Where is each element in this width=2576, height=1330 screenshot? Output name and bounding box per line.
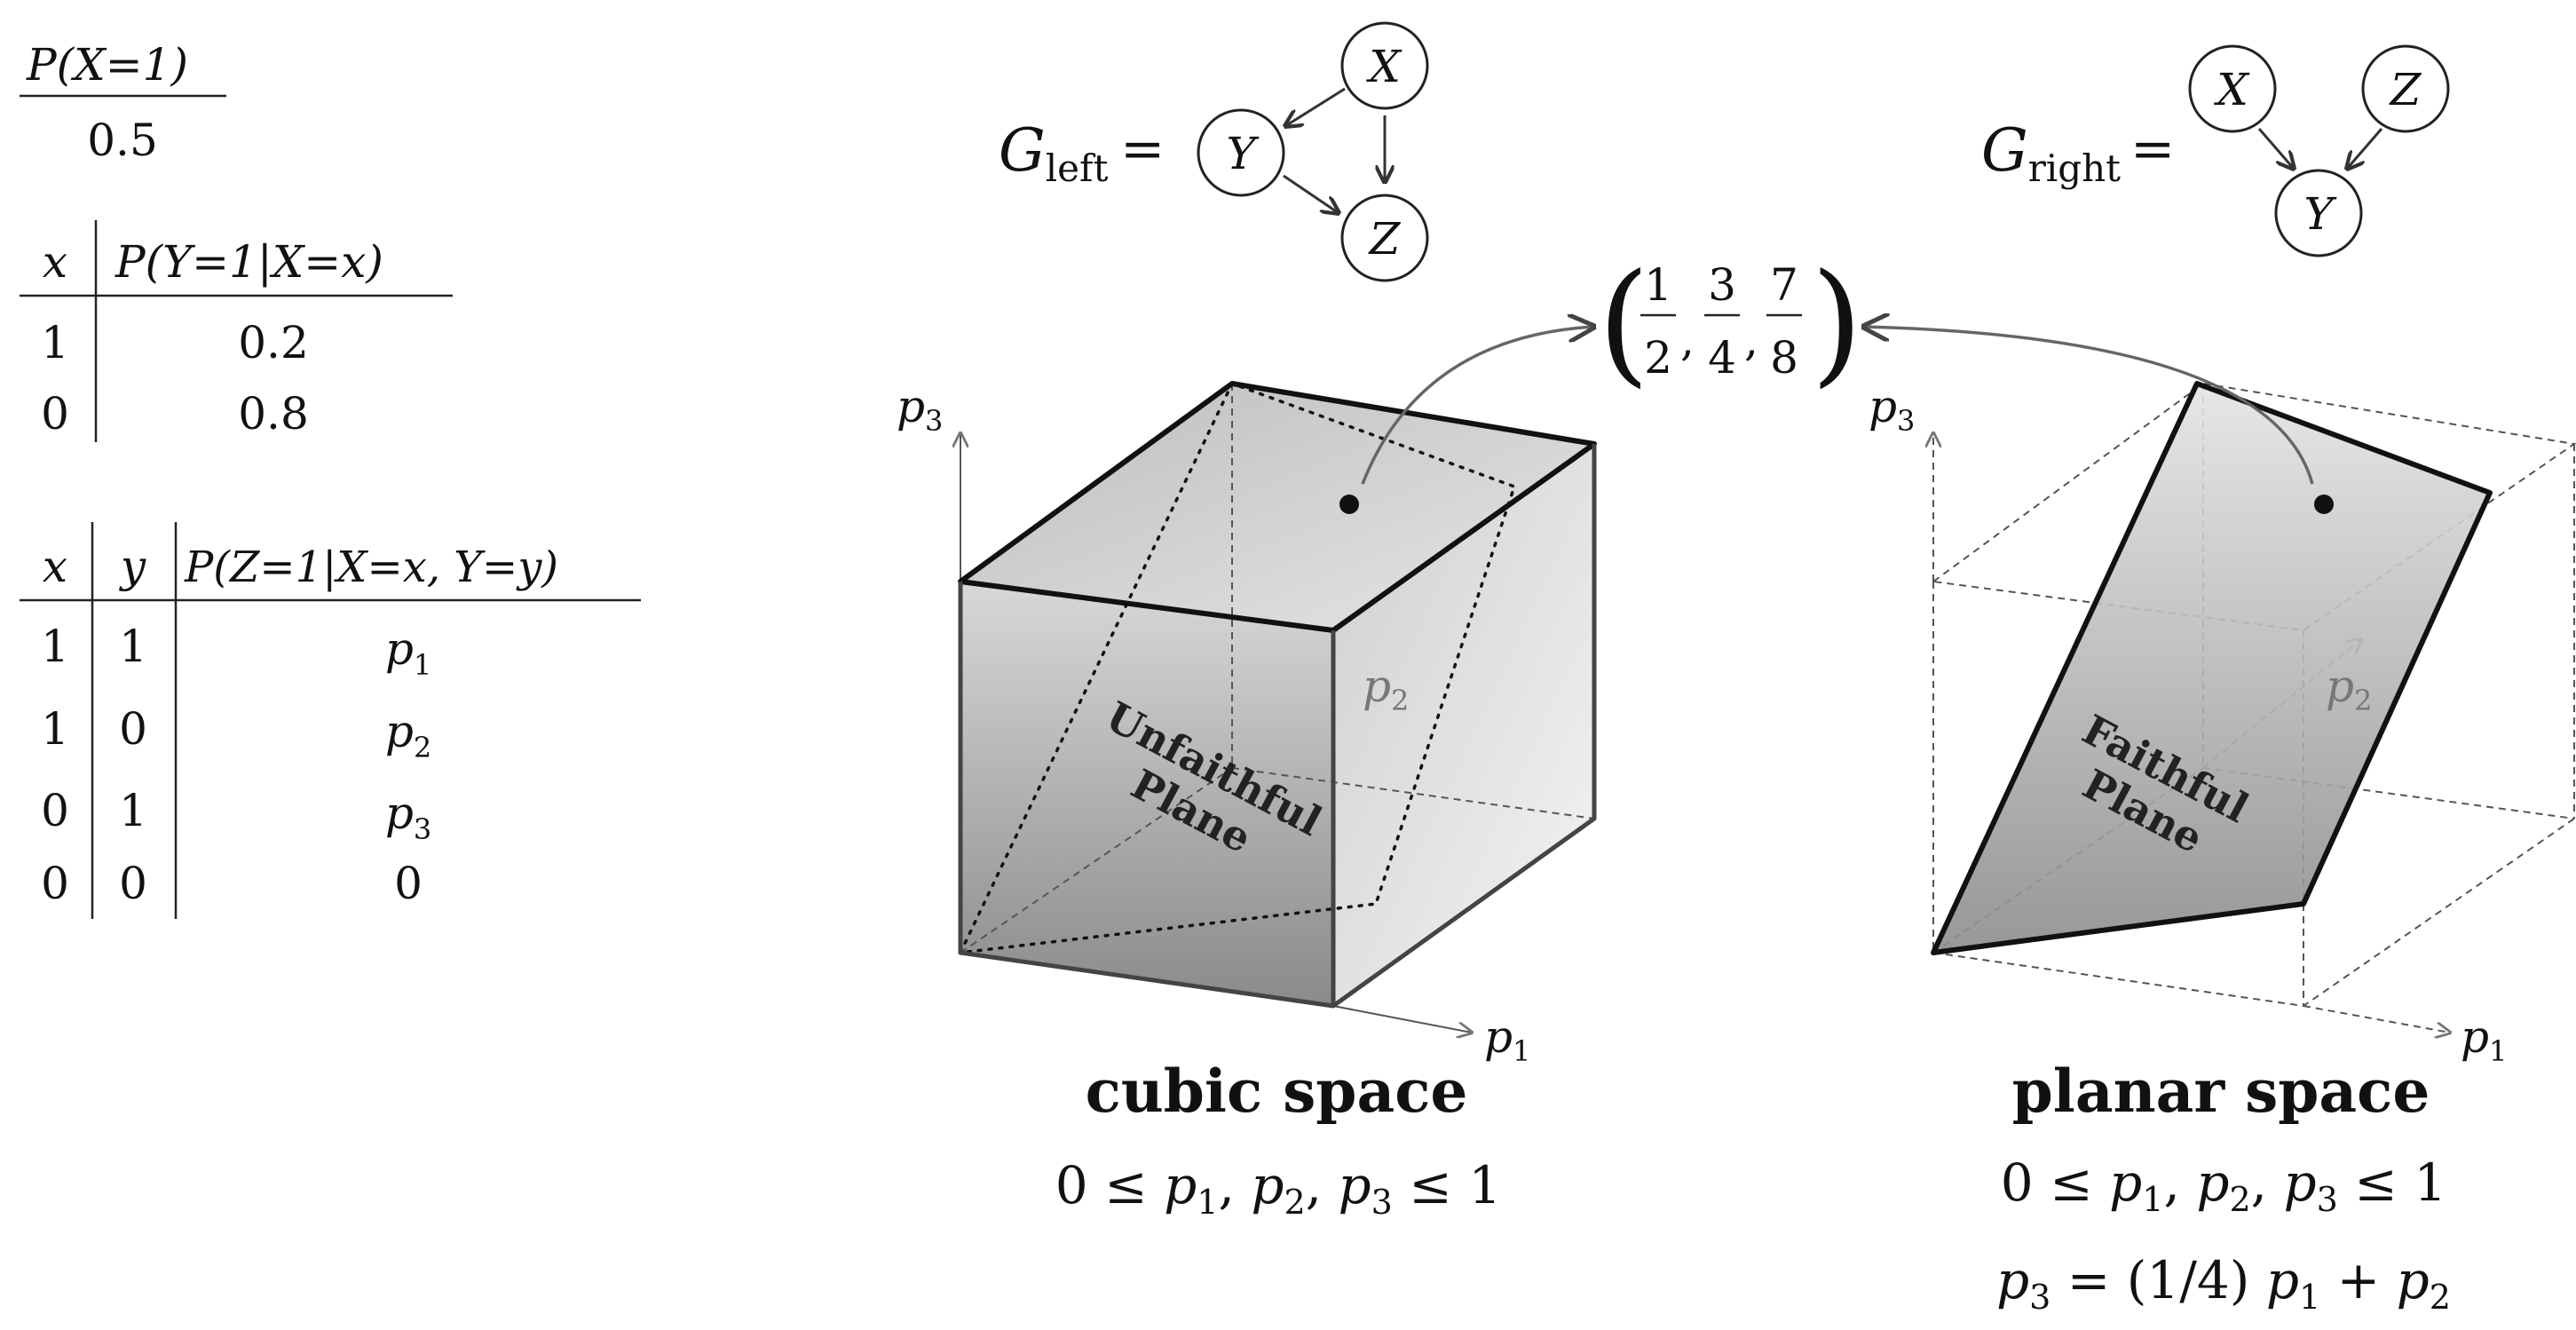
pz-r2-y: 0	[119, 703, 147, 755]
planar-space-constraint-1: 0 ≤ p1, p2, p3 ≤ 1	[2001, 1152, 2446, 1219]
pz-header-p: P(Z=1|X=x, Y=y)	[184, 542, 558, 592]
graph-left-node-z	[1340, 194, 1429, 282]
pz-r3-x: 0	[41, 785, 69, 836]
prob-table-x: P(X=1) 0.5	[20, 39, 226, 166]
tuple-frac1-den: 2	[1644, 332, 1672, 384]
right-axis-p3-label: p3	[1869, 381, 1915, 438]
tuple-frac2-den: 4	[1708, 332, 1736, 384]
graph-left: Gleft = X Y Z	[999, 21, 1429, 282]
py-header-x: x	[43, 236, 67, 288]
point-tuple: ( 1 2 , 3 4 , 7 8 )	[1598, 246, 1863, 400]
pz-r4-y: 0	[119, 858, 147, 909]
planar-space-diagram: p3 p1 p2 Faithful Plane planar space 0 ≤…	[1864, 327, 2576, 1317]
graph-left-label: Gleft	[999, 116, 1109, 190]
pz-header-x: x	[43, 541, 67, 592]
graph-left-equals: =	[1120, 118, 1165, 180]
pz-r3-y: 1	[119, 785, 147, 836]
graph-right-node-y	[2274, 169, 2363, 257]
graph-left-node-x-label: X	[1365, 41, 1403, 92]
graph-right-edge-z-y	[2347, 128, 2383, 169]
right-point-dot	[2314, 495, 2334, 514]
left-hidden-edge-y	[960, 767, 1233, 954]
pz-r2-x: 1	[41, 703, 69, 755]
right-axis-p1-label: p1	[2461, 1011, 2507, 1068]
py-row1-x: 1	[41, 317, 69, 368]
left-axis-p1-label: p1	[1484, 1011, 1530, 1068]
tuple-open-paren: (	[1598, 246, 1650, 400]
graph-right-edge-x-y	[2257, 128, 2294, 169]
px-header: P(X=1)	[26, 39, 188, 91]
tuple-comma2: ,	[1744, 314, 1758, 366]
left-pointer-arrow	[1361, 327, 1593, 485]
left-hidden-edge-x	[1231, 767, 1595, 819]
prob-table-y: x P(Y=1|X=x) 1 0.2 0 0.8	[20, 220, 453, 442]
graph-right-equals: =	[2130, 118, 2175, 180]
planar-space-constraint-2: p3 = (1/4) p1 + p2	[1996, 1250, 2451, 1317]
tuple-frac1-num: 1	[1644, 259, 1672, 311]
graph-left-node-x	[1340, 21, 1429, 110]
py-row1-p: 0.2	[238, 317, 309, 368]
graph-right: Gright = X Z Y	[1981, 44, 2450, 257]
tuple-comma1: ,	[1680, 314, 1695, 366]
graph-left-node-y	[1197, 108, 1285, 197]
right-pointer-arrow	[1864, 327, 2314, 485]
pz-r2-p: p2	[385, 706, 431, 764]
prob-table-z: x y P(Z=1|X=x, Y=y) 1 1 p1 1 0 p2 0 1 p3…	[20, 522, 641, 919]
pz-r4-x: 0	[41, 858, 69, 909]
graph-right-label: Gright	[1981, 116, 2121, 190]
px-value: 0.5	[87, 115, 158, 166]
pz-r1-p: p1	[385, 623, 431, 682]
pz-header-y: y	[119, 541, 146, 592]
left-axis-p2-label: p2	[1363, 661, 1409, 717]
graph-right-node-x	[2188, 44, 2277, 133]
tuple-frac3-den: 8	[1770, 332, 1798, 384]
left-axis-p3-label: p3	[897, 381, 943, 438]
graph-left-node-z-label: Z	[1368, 213, 1402, 265]
left-cube-top-face	[960, 384, 1594, 630]
planar-space-title: planar space	[2012, 1057, 2430, 1126]
faithful-plane	[1931, 381, 2493, 955]
graph-right-node-z-label: Z	[2389, 64, 2422, 115]
pz-r3-p: p3	[385, 788, 431, 846]
graph-left-node-y-label: Y	[1226, 128, 1259, 179]
cubic-space-constraint: 0 ≤ p1, p2, p3 ≤ 1	[1055, 1155, 1501, 1222]
graph-right-node-y-label: Y	[2303, 188, 2336, 240]
graph-left-edge-x-y	[1285, 87, 1346, 126]
pz-r4-p: 0	[394, 858, 423, 909]
py-header-p: P(Y=1|X=x)	[115, 236, 383, 288]
pz-r1-x: 1	[41, 621, 69, 672]
py-row2-p: 0.8	[238, 388, 309, 439]
graph-right-node-x-label: X	[2213, 64, 2250, 115]
left-axis-p1	[1332, 1005, 1472, 1033]
right-axis-p2-label: p2	[2326, 661, 2372, 717]
right-axis-p1	[2303, 1005, 2450, 1033]
cubic-space-diagram: p3 p1 p2 Unfaithful Plane cubic space 0 …	[897, 327, 1594, 1222]
py-row2-x: 0	[41, 388, 69, 439]
pz-r1-y: 1	[119, 621, 147, 672]
cubic-space-title: cubic space	[1086, 1057, 1468, 1126]
graph-right-node-z	[2361, 44, 2450, 133]
tuple-frac2-num: 3	[1708, 259, 1736, 311]
tuple-frac3-num: 7	[1770, 259, 1798, 311]
graph-left-edge-y-z	[1283, 174, 1339, 213]
tuple-close-paren: )	[1811, 246, 1863, 400]
left-point-dot	[1339, 495, 1359, 514]
